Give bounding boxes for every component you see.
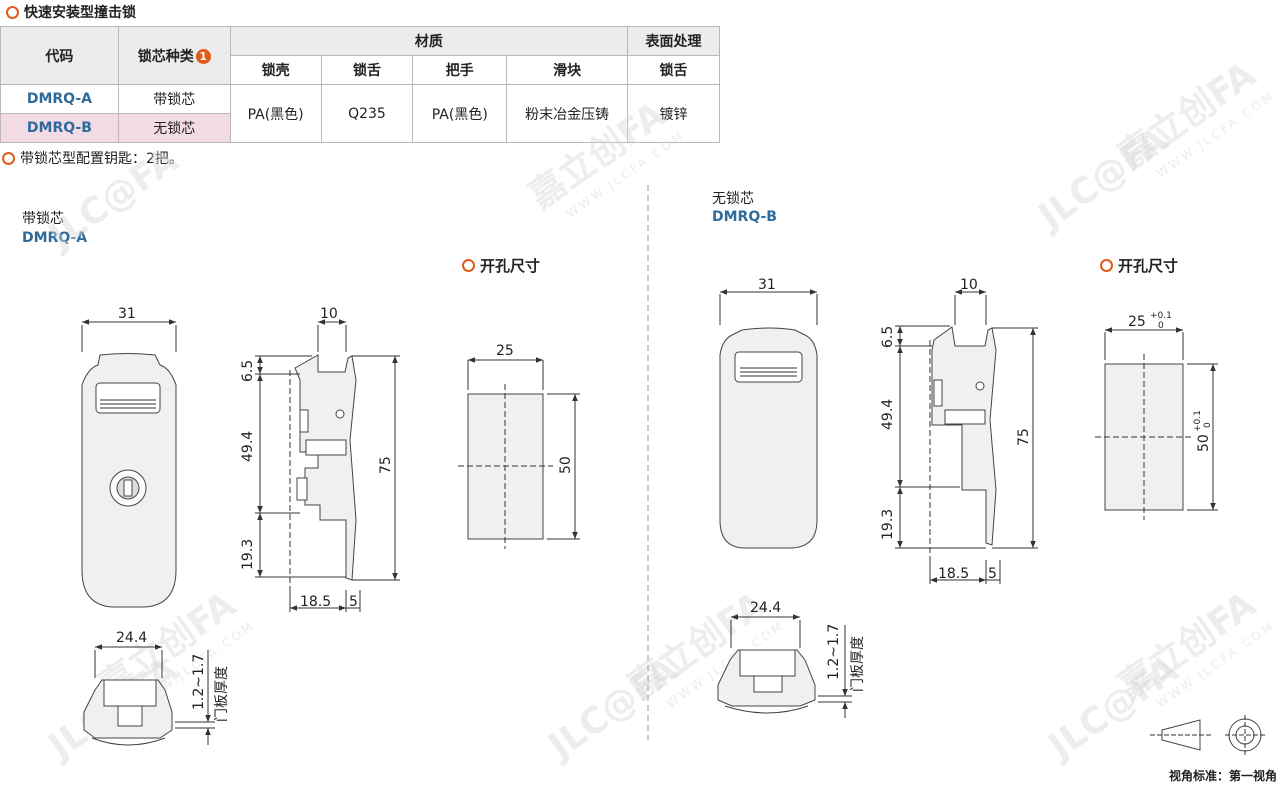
subheader-surface-tongue: 锁舌 <box>627 55 720 85</box>
dimension-lines <box>81 289 1265 755</box>
right-model: DMRQ-B <box>712 209 777 225</box>
key-note: 带锁芯型配置钥匙：2把。 <box>2 148 183 168</box>
tol-text: 0 <box>1158 321 1164 331</box>
dim-text: 19.3 <box>880 509 896 540</box>
dim-text: 19.3 <box>240 539 256 570</box>
dim-text: 31 <box>118 306 136 322</box>
cell-surface: 镀锌 <box>627 84 720 143</box>
dim-text: 6.5 <box>880 326 896 348</box>
left-model: DMRQ-A <box>22 230 88 246</box>
circle-bullet-icon <box>462 259 475 272</box>
dim-text: 18.5 <box>938 566 969 582</box>
dim-text: 31 <box>758 277 776 293</box>
dim-text: 49.4 <box>880 399 896 430</box>
dim-text: 49.4 <box>240 431 256 462</box>
dim-text: 10 <box>320 306 338 322</box>
left-cutout <box>458 357 580 549</box>
dim-text: 5 <box>349 594 358 610</box>
right-cutout-title: 开孔尺寸 <box>1100 255 1178 276</box>
table-row: DMRQ-B 无锁芯 <box>0 113 720 143</box>
row-core: 带锁芯 <box>117 84 231 114</box>
right-bottom-view <box>717 614 852 718</box>
dim-text: 75 <box>1016 428 1032 446</box>
tol-text: +0.1 <box>1150 311 1172 321</box>
cell-slider: 粉末冶金压铸 <box>506 84 629 143</box>
cell-shell: PA(黑色) <box>229 84 322 143</box>
circle-bullet-icon <box>1100 259 1113 272</box>
circle-bullet-icon <box>2 151 15 165</box>
header-surface: 表面处理 <box>627 26 720 56</box>
dim-text: 24.4 <box>750 600 781 616</box>
subheader-shell: 锁壳 <box>229 55 322 85</box>
header-material: 材质 <box>229 26 629 56</box>
key-note-text: 带锁芯型配置钥匙：2把。 <box>20 151 183 167</box>
dim-text: 1.2~1.7 <box>191 654 207 710</box>
dim-text: 门板厚度 <box>214 666 230 722</box>
cell-handle: PA(黑色) <box>412 84 508 143</box>
left-label: 带锁芯 <box>22 211 64 227</box>
right-label: 无锁芯 <box>712 191 754 207</box>
tol-text: 0 <box>1203 422 1213 428</box>
dim-text: 50 <box>1196 434 1212 452</box>
tol-text: +0.1 <box>1193 410 1203 432</box>
dim-text: 24.4 <box>116 630 147 646</box>
page-title: 快速安装型撞击锁 <box>6 2 136 22</box>
left-side-view <box>255 319 400 612</box>
table-subheader-row: 锁壳 锁舌 把手 滑块 锁舌 <box>1 55 720 85</box>
row-core: 无锁芯 <box>117 113 231 143</box>
dim-text: 1.2~1.7 <box>826 624 842 680</box>
dim-text: 6.5 <box>240 360 256 382</box>
dim-text: 75 <box>378 456 394 474</box>
dim-text: 10 <box>960 277 978 293</box>
left-front-view <box>81 319 177 608</box>
dim-text: 5 <box>988 566 997 582</box>
table-row: DMRQ-A 带锁芯 PA(黑色) Q235 PA(黑色) 粉末冶金压铸 镀锌 <box>0 84 720 143</box>
first-angle-projection-icon <box>1150 715 1265 755</box>
note-badge-icon: 1 <box>195 49 211 64</box>
left-cutout-title: 开孔尺寸 <box>462 255 540 276</box>
dim-text: 门板厚度 <box>850 636 866 692</box>
right-cutout <box>1095 327 1218 520</box>
circle-bullet-icon <box>6 5 19 19</box>
dim-text: 25 <box>1128 314 1146 330</box>
dim-text: 50 <box>558 456 574 474</box>
svg-text:JLC@FA: JLC@FA <box>39 139 186 259</box>
header-code: 代码 <box>0 26 119 85</box>
dim-text: 25 <box>496 343 514 359</box>
dimension-texts: 31 10 6.5 49.4 19.3 75 18.5 5 25 50 24.4… <box>116 277 1213 722</box>
view-standard: 视角标准：第一视角 <box>1168 769 1277 783</box>
page-title-text: 快速安装型撞击锁 <box>24 5 136 21</box>
right-front-view <box>719 289 818 549</box>
cell-tongue: Q235 <box>320 84 414 143</box>
right-side-view <box>895 289 1038 584</box>
left-bottom-view <box>83 644 215 746</box>
dim-text: 18.5 <box>300 594 331 610</box>
